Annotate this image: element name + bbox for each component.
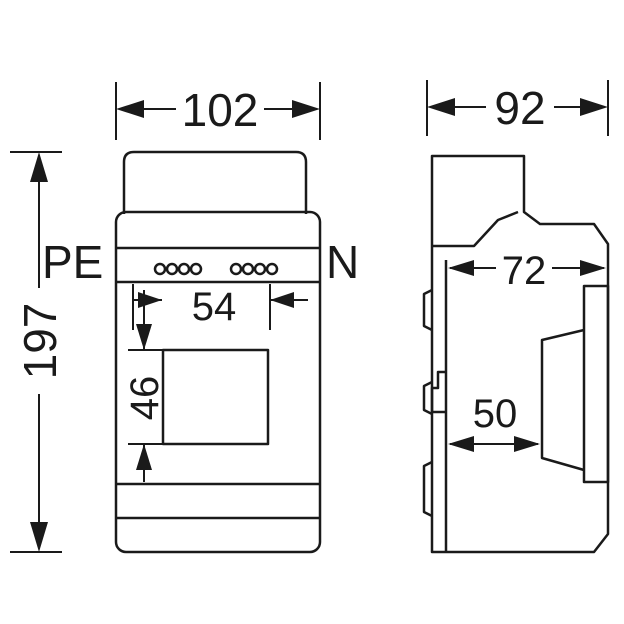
side-front-flange (582, 284, 610, 484)
side-view (422, 154, 610, 554)
front-view (114, 150, 322, 554)
height-dimension (10, 151, 62, 553)
side-lug-top (422, 288, 433, 332)
depth-dimension (426, 80, 609, 136)
inner-depth-value: 72 (502, 249, 547, 293)
pe-terminal-screws (153, 262, 203, 276)
side-breaker-profile (540, 328, 585, 472)
height-value: 197 (14, 303, 66, 380)
pe-label: PE (42, 236, 103, 288)
n-label: N (326, 236, 359, 288)
side-profile (430, 154, 610, 554)
breaker-window (161, 348, 270, 446)
front-body (114, 210, 322, 554)
inner-depth-dimension (448, 260, 606, 276)
front-top-cap (122, 150, 308, 214)
rail-depth-dimension (448, 436, 540, 452)
width-dimension (115, 82, 321, 140)
n-terminal-screws (229, 262, 279, 276)
rail-height-dimension (128, 290, 163, 482)
width-value: 102 (182, 84, 259, 136)
side-rail-clip (430, 370, 446, 414)
side-lug-middle (422, 380, 433, 416)
side-cover-edge (432, 210, 519, 248)
depth-value: 92 (494, 82, 545, 134)
rail-height-value: 46 (123, 376, 167, 421)
side-lug-bottom (422, 460, 433, 518)
rail-depth-value: 50 (473, 392, 518, 436)
rail-width-value: 54 (192, 285, 237, 329)
